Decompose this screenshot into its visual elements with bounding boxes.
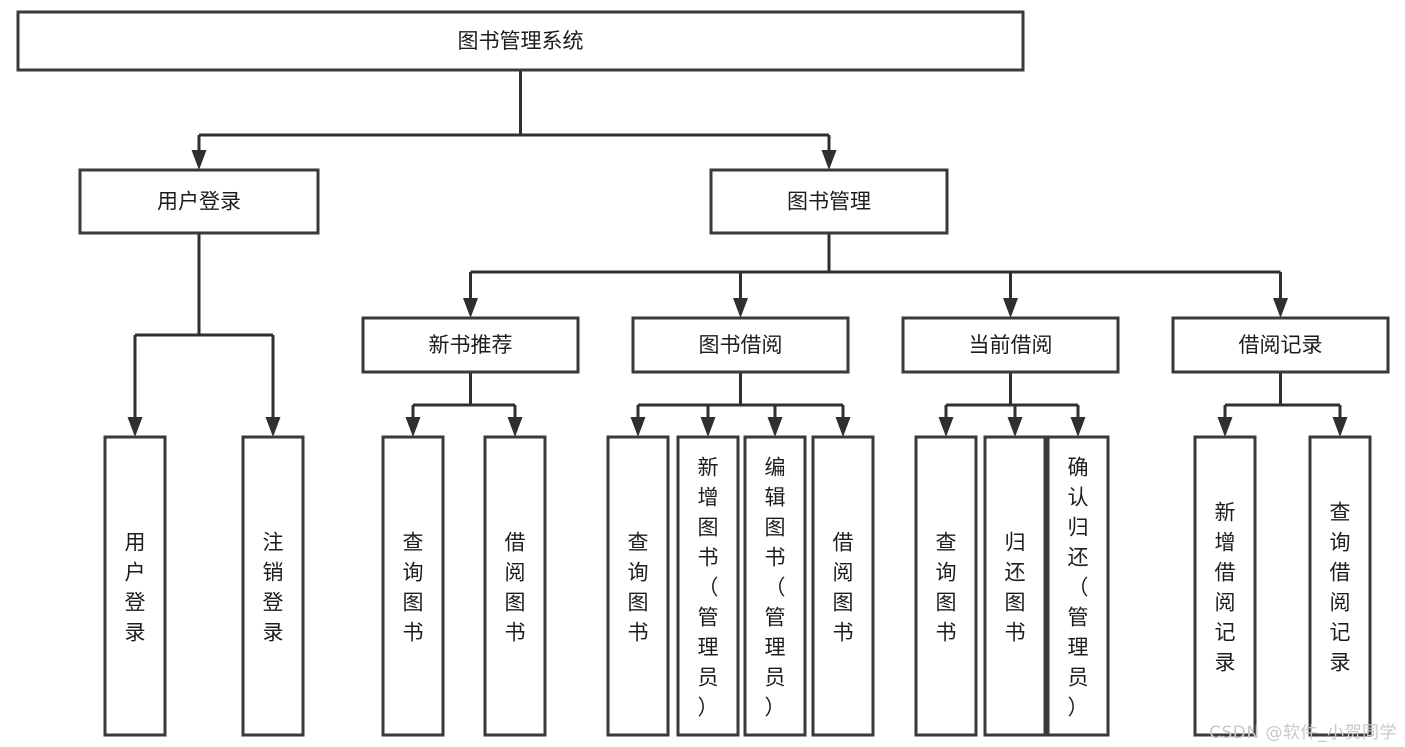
arrow-head-icon [1332, 417, 1348, 437]
connector-group [938, 372, 1086, 437]
node-label: 借阅图书 [505, 530, 526, 644]
node-leaf-newbook-query[interactable]: 查询图书 [381, 435, 445, 737]
node-label: 新增借阅记录 [1215, 500, 1236, 674]
node-borrow[interactable]: 图书借阅 [631, 316, 850, 374]
arrow-head-icon [700, 417, 716, 437]
node-box[interactable] [983, 435, 1047, 737]
node-box[interactable] [103, 435, 167, 737]
node-label: 借阅图书 [833, 530, 854, 644]
arrow-head-icon [630, 417, 646, 437]
node-label: 图书管理 [787, 190, 871, 214]
node-label: 用户登录 [125, 530, 146, 644]
node-label: 确认归还（管理员） [1068, 455, 1089, 719]
node-leaf-current-query[interactable]: 查询图书 [914, 435, 978, 737]
arrow-head-icon [733, 298, 748, 318]
node-box[interactable] [914, 435, 978, 737]
node-label: 查询图书 [936, 530, 957, 644]
connector-group [1217, 372, 1348, 437]
arrow-head-icon [938, 417, 954, 437]
connector-group [127, 233, 281, 437]
node-box[interactable] [743, 435, 807, 737]
node-box[interactable] [811, 435, 875, 737]
node-login[interactable]: 用户登录 [78, 168, 320, 235]
node-leaf-current-return[interactable]: 归还图书 [983, 435, 1047, 737]
node-box[interactable] [16, 10, 1025, 72]
connector-group [405, 372, 523, 437]
node-box[interactable] [901, 316, 1120, 374]
arrow-head-icon [821, 150, 837, 170]
node-leaf-records-query[interactable]: 查询借阅记录 [1308, 435, 1372, 737]
arrow-head-icon [1273, 298, 1288, 318]
node-leaf-user-logout[interactable]: 注销登录 [241, 435, 305, 737]
node-box[interactable] [676, 435, 740, 737]
node-label: 图书借阅 [699, 333, 783, 357]
node-box[interactable] [1193, 435, 1257, 737]
node-current[interactable]: 当前借阅 [901, 316, 1120, 374]
node-leaf-borrow-lend[interactable]: 借阅图书 [811, 435, 875, 737]
connectors-layer [127, 70, 1348, 437]
node-box[interactable] [1308, 435, 1372, 737]
node-label: 用户登录 [157, 190, 241, 214]
node-label: 图书管理系统 [458, 29, 584, 53]
arrow-head-icon [405, 417, 421, 437]
node-newbook[interactable]: 新书推荐 [361, 316, 580, 374]
node-bookmgmt[interactable]: 图书管理 [709, 168, 949, 235]
node-leaf-borrow-query[interactable]: 查询图书 [606, 435, 670, 737]
node-label: 编辑图书（管理员） [765, 455, 786, 719]
arrow-head-icon [1217, 417, 1233, 437]
node-box[interactable] [483, 435, 547, 737]
node-label: 查询图书 [403, 530, 424, 644]
connector-group [191, 70, 837, 170]
arrow-head-icon [463, 298, 478, 318]
nodes-layer: 图书管理系统用户登录图书管理新书推荐图书借阅当前借阅借阅记录用户登录注销登录查询… [16, 10, 1390, 737]
arrow-head-icon [1007, 417, 1023, 437]
arrow-head-icon [767, 417, 783, 437]
connector-group [463, 233, 1288, 318]
node-leaf-records-add[interactable]: 新增借阅记录 [1193, 435, 1257, 737]
node-label: 新书推荐 [429, 333, 513, 357]
node-label: 归还图书 [1005, 530, 1026, 644]
node-label: 查询图书 [628, 530, 649, 644]
node-box[interactable] [631, 316, 850, 374]
node-box[interactable] [361, 316, 580, 374]
arrow-head-icon [1070, 417, 1086, 437]
node-leaf-borrow-add[interactable]: 新增图书（管理员） [676, 435, 740, 737]
node-box[interactable] [709, 168, 949, 235]
node-box[interactable] [606, 435, 670, 737]
node-leaf-user-login[interactable]: 用户登录 [103, 435, 167, 737]
arrow-head-icon [1003, 298, 1018, 318]
node-label: 注销登录 [263, 530, 284, 644]
node-box[interactable] [1171, 316, 1390, 374]
node-box[interactable] [78, 168, 320, 235]
node-label: 借阅记录 [1239, 333, 1323, 357]
node-label: 查询借阅记录 [1330, 500, 1351, 674]
node-box[interactable] [1046, 435, 1110, 737]
node-label: 当前借阅 [969, 333, 1053, 357]
node-leaf-borrow-edit[interactable]: 编辑图书（管理员） [743, 435, 807, 737]
node-box[interactable] [241, 435, 305, 737]
node-box[interactable] [381, 435, 445, 737]
node-records[interactable]: 借阅记录 [1171, 316, 1390, 374]
arrow-head-icon [507, 417, 523, 437]
arrow-head-icon [265, 417, 281, 437]
node-leaf-current-confirm[interactable]: 确认归还（管理员） [1046, 435, 1110, 737]
node-leaf-newbook-borrow[interactable]: 借阅图书 [483, 435, 547, 737]
node-root[interactable]: 图书管理系统 [16, 10, 1025, 72]
arrow-head-icon [835, 417, 851, 437]
connector-group [630, 372, 851, 437]
node-label: 新增图书（管理员） [698, 455, 719, 719]
arrow-head-icon [127, 417, 143, 437]
arrow-head-icon [191, 150, 207, 170]
